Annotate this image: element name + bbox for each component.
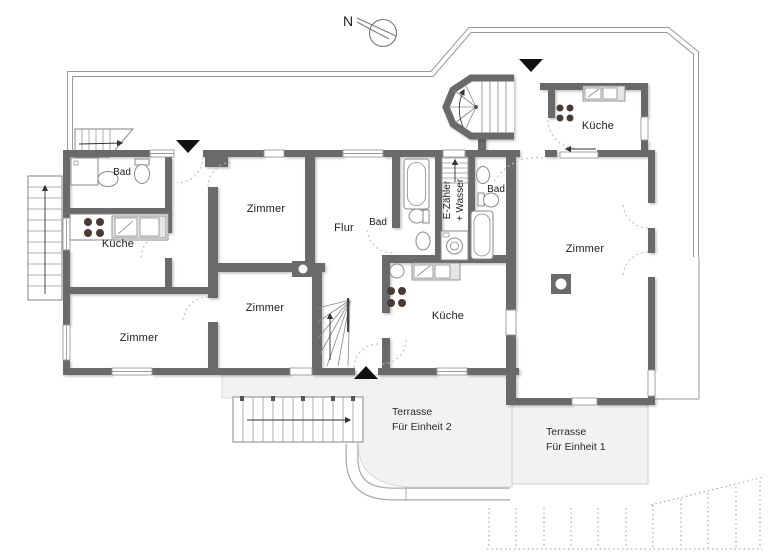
- boiler-icon: [389, 263, 405, 279]
- compass: N: [343, 13, 398, 48]
- room-label-zimmer-center-bottom: Zimmer: [246, 302, 285, 314]
- interior-winder-stairs: [317, 298, 351, 367]
- terrace1-label-line1: Terrasse: [546, 426, 586, 438]
- bathroom-center-fixtures: [403, 158, 431, 251]
- entrance-marker: [176, 140, 200, 153]
- meter-room-fixtures: [440, 230, 469, 261]
- compass-north-label: N: [343, 13, 353, 29]
- room-label-kueche-center: Küche: [432, 310, 464, 322]
- entrance-markers: [176, 59, 543, 379]
- sink-icon: [415, 231, 431, 251]
- entrance-marker: [354, 366, 378, 379]
- property-boundary: [67, 27, 700, 400]
- toilet-icon: [134, 164, 150, 184]
- terrace-labels: Terrasse Für Einheit 2 Terrasse Für Einh…: [392, 406, 606, 453]
- room-label-flur: Flur: [334, 222, 354, 234]
- terrace1-label-line2: Für Einheit 1: [546, 441, 606, 453]
- room-label-zimmer-bottom-left: Zimmer: [120, 332, 159, 344]
- stair-tower: [442, 74, 514, 140]
- room-label-zimmer-right: Zimmer: [566, 243, 605, 255]
- kitchen-top-right-fixtures: [556, 85, 626, 122]
- meter-room-stairs: [441, 157, 469, 184]
- chimneys: [292, 261, 571, 294]
- stove-icon: [84, 218, 104, 237]
- room-label-bad-left: Bad: [113, 167, 131, 178]
- room-label-meter-line2: + Wasser: [455, 178, 466, 221]
- kitchen-left-fixtures: [69, 213, 169, 241]
- room-label-zimmer-center-top: Zimmer: [247, 203, 286, 215]
- bathroom-left-fixtures: [70, 157, 150, 187]
- entrance-marker: [519, 59, 543, 72]
- compass-circle-icon: [368, 18, 398, 48]
- terrace-stairs: [232, 396, 364, 443]
- exterior-stairs-left: [27, 175, 63, 301]
- door-arcs: [140, 119, 649, 369]
- sink-icon: [476, 166, 490, 184]
- winder-stairs-icon: [449, 81, 507, 133]
- sliding-door: [559, 145, 599, 159]
- room-label-bad-right: Bad: [487, 184, 505, 195]
- kitchen-center-fixtures: [387, 262, 461, 307]
- toilet-tank-icon: [422, 209, 430, 224]
- stove-icon: [556, 104, 574, 122]
- stove-icon: [387, 287, 406, 307]
- slope-hatching: [487, 476, 765, 550]
- room-label-bad-center: Bad: [369, 217, 387, 228]
- washing-machine-icon: [440, 230, 469, 261]
- toilet-icon: [483, 192, 499, 208]
- room-label-kueche-left: Küche: [102, 238, 134, 250]
- room-label-kueche-top-right: Küche: [582, 120, 614, 132]
- terrace2-label-line2: Für Einheit 2: [392, 421, 452, 433]
- room-label-meter-line1: E-Zähler: [442, 180, 453, 219]
- windows: [62, 116, 656, 406]
- terrace-unit1-area: [511, 404, 649, 485]
- room-labels: Bad Küche Zimmer Zimmer Zimmer Flur Bad …: [102, 120, 614, 344]
- terrace2-label-line1: Terrasse: [392, 406, 432, 418]
- bathroom-right-fixtures: [470, 166, 499, 260]
- terraces: [221, 374, 649, 501]
